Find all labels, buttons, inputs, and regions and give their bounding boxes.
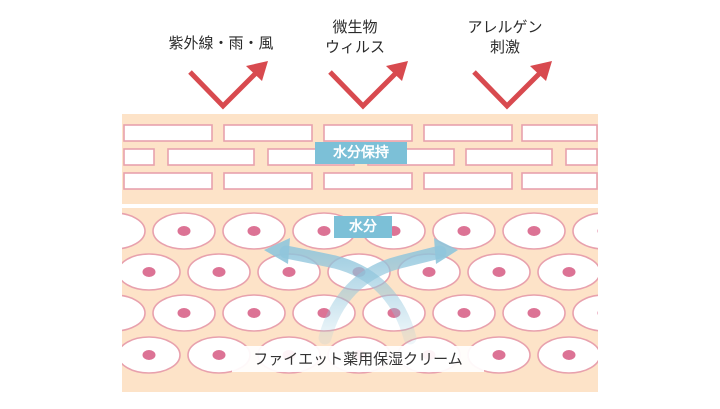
cell — [13, 295, 75, 331]
brick — [521, 124, 598, 142]
brick — [323, 172, 413, 190]
cell — [122, 294, 146, 332]
cell-nucleus — [282, 267, 296, 277]
moisture-arrowhead-right — [434, 238, 458, 264]
cell-nucleus — [73, 350, 86, 360]
cell-nucleus — [527, 226, 541, 236]
threat-uv-text: 紫外線・雨・風 — [168, 34, 274, 52]
brick — [423, 124, 513, 142]
deflect-arrows — [188, 61, 552, 110]
deflect-arrow-3 — [472, 70, 542, 110]
cell — [48, 337, 110, 373]
cell-nucleus — [108, 226, 121, 236]
cell-nucleus — [492, 350, 506, 360]
threat-label-microbes: 微生物 ウィルス — [300, 17, 410, 57]
cell — [608, 254, 670, 290]
moisture-arrowhead-left — [264, 238, 290, 264]
brick — [123, 148, 155, 166]
cell-nucleus — [457, 308, 471, 318]
cell-nucleus — [562, 350, 576, 360]
cell-nucleus — [38, 308, 51, 318]
cell — [13, 213, 75, 249]
cell-nucleus — [142, 350, 156, 360]
moisture-flow-right — [318, 245, 447, 345]
brick — [565, 148, 598, 166]
cell-nucleus — [38, 226, 51, 236]
threat-label-allergen: アレルゲン 刺激 — [440, 17, 570, 57]
brick-layer — [123, 124, 598, 190]
brick — [223, 124, 313, 142]
moisture-flow-left — [279, 245, 417, 345]
moisture-arrows — [264, 238, 458, 345]
deflect-arrowhead-1 — [246, 61, 268, 81]
cell-nucleus — [457, 226, 471, 236]
brick — [123, 124, 213, 142]
cell-nucleus — [177, 308, 191, 318]
cell-nucleus — [212, 350, 226, 360]
product-name-label: ファイエット薬用保湿クリーム — [232, 346, 484, 372]
threat-allergen-line2: 刺激 — [489, 38, 520, 56]
deflect-arrow-1 — [188, 70, 258, 110]
cell-nucleus — [73, 267, 86, 277]
brick — [521, 172, 598, 190]
cell-nucleus — [212, 267, 226, 277]
cell-nucleus — [597, 311, 598, 315]
cell — [572, 212, 598, 250]
deflect-arrowhead-3 — [530, 61, 552, 81]
cell-nucleus — [633, 350, 646, 360]
brick — [423, 172, 513, 190]
threat-microbes-line1: 微生物 — [332, 18, 378, 36]
brick — [465, 148, 553, 166]
cell-nucleus — [177, 226, 191, 236]
cell-nucleus — [597, 229, 598, 233]
cell-nucleus — [562, 267, 576, 277]
deflect-arrow-2 — [328, 70, 398, 110]
threat-allergen-line1: アレルゲン — [467, 18, 543, 36]
cell-nucleus — [317, 226, 331, 236]
cell — [48, 254, 110, 290]
threat-microbes-line2: ウィルス — [324, 38, 385, 56]
cell — [572, 294, 598, 332]
cell — [608, 337, 670, 373]
brick — [223, 172, 313, 190]
cell-nucleus — [247, 308, 261, 318]
cell-nucleus — [527, 308, 541, 318]
brick — [323, 124, 413, 142]
brick — [123, 172, 213, 190]
brick — [167, 148, 255, 166]
deflect-arrowhead-2 — [386, 61, 408, 81]
cell-nucleus — [492, 267, 506, 277]
barrier-tag: 水分保持 — [315, 142, 407, 164]
cell — [122, 212, 146, 250]
threat-label-uv: 紫外線・雨・風 — [146, 33, 296, 53]
cell-nucleus — [633, 267, 646, 277]
moisture-tag: 水分 — [334, 216, 392, 238]
cell-nucleus — [247, 226, 261, 236]
cell-nucleus — [422, 267, 436, 277]
cell-nucleus — [142, 267, 156, 277]
cell-nucleus — [108, 308, 121, 318]
